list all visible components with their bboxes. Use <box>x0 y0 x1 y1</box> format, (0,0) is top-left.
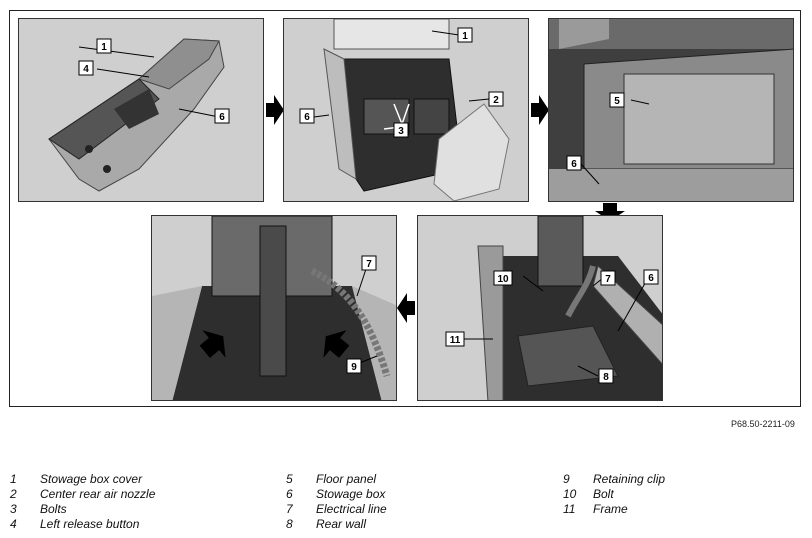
callout-3: 3 <box>398 126 404 137</box>
callout-9: 9 <box>351 362 357 373</box>
figure-frame <box>9 10 801 407</box>
callout-1: 1 <box>101 42 107 53</box>
callout-5: 5 <box>614 96 620 107</box>
arrow-left-icon <box>397 293 415 328</box>
panel-5-frame-rear-wall: 10 7 6 11 8 <box>417 215 663 401</box>
callout-7: 7 <box>605 274 611 285</box>
arrow-down-icon <box>595 203 625 226</box>
callout-1: 1 <box>462 31 468 42</box>
callout-6: 6 <box>648 273 654 284</box>
callout-2: 2 <box>493 95 499 106</box>
figure-reference: P68.50-2211-09 <box>731 419 795 429</box>
callout-4: 4 <box>83 64 89 75</box>
arrow-right-icon <box>266 95 284 130</box>
callout-10: 10 <box>497 274 509 285</box>
callout-6: 6 <box>219 112 225 123</box>
callout-7: 7 <box>366 259 372 270</box>
callout-11: 11 <box>450 335 461 346</box>
panel-4-electrical-line: 7 9 <box>151 215 397 401</box>
panel-3-floor-panel: 5 6 <box>548 18 794 202</box>
callout-6: 6 <box>304 112 310 123</box>
callout-8: 8 <box>603 372 609 383</box>
panel-2-open-cover: 1 6 3 2 <box>283 18 529 202</box>
arrow-right-icon <box>531 95 549 130</box>
callout-6: 6 <box>571 159 577 170</box>
panel-1-closed-cover: 1 4 6 <box>18 18 264 202</box>
